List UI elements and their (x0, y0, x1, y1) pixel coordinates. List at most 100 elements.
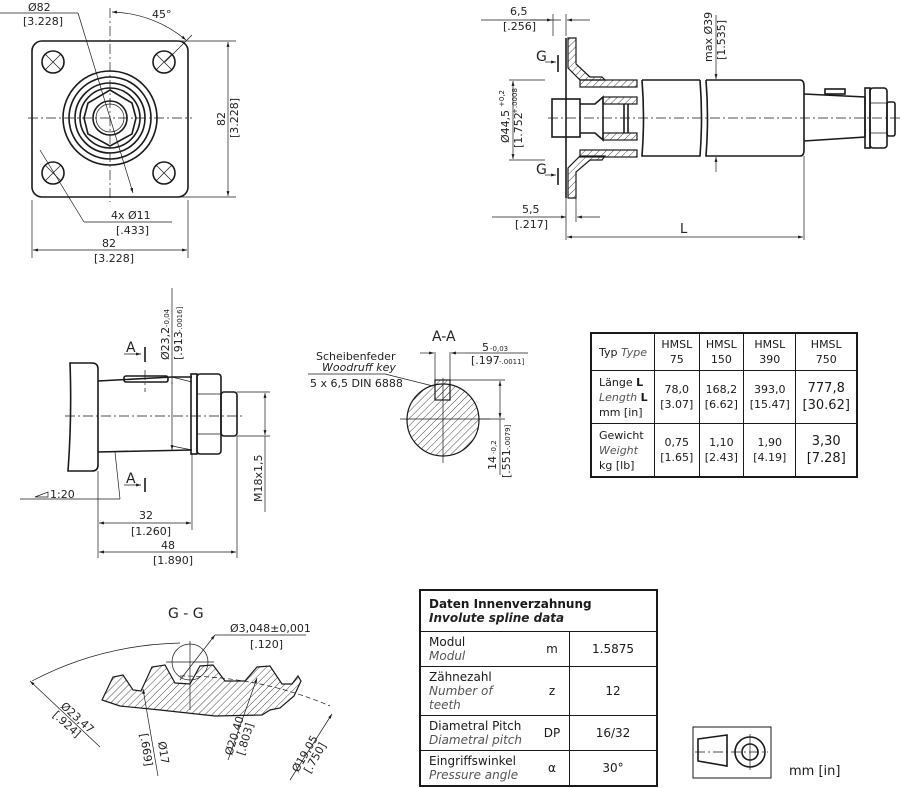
woodruff-key (434, 379, 451, 401)
spline-param-value: 12 (569, 666, 658, 716)
pin-dia-label: Ø3,048±0,001 (230, 622, 311, 635)
dim-48-inch-label: [1.890] (153, 554, 193, 567)
shaft-view: A A Ø23,2 -0,04 [.913 -.0016] 1:20 M18x1… (20, 288, 270, 567)
height-14-label: 14 (486, 456, 499, 470)
thread-label: M18x1,5 (252, 455, 265, 503)
shaft-dia-inch-label: [.913 (172, 331, 185, 360)
spline-param-symbol: α (535, 750, 570, 787)
spline-param-value: 16/32 (569, 715, 658, 751)
shaft-tol-label: -0,04 (163, 308, 171, 327)
section-gg-title: G - G (168, 606, 204, 622)
dim-6-5-inch-label: [.256] (503, 20, 536, 33)
flange-section-bottom (567, 155, 607, 199)
type-header: Typ Type (590, 332, 655, 372)
weight-cell: 1,90[4.19] (743, 423, 797, 478)
dia-82-label: Ø82 (28, 1, 51, 14)
height-82-inch-label: [3.228] (228, 98, 241, 138)
mounting-holes (41, 50, 176, 185)
holes-inch-label: [.433] (116, 224, 149, 237)
root-dia-label: Ø17 (155, 740, 171, 764)
dim-32-inch-label: [1.260] (131, 525, 171, 538)
spline-param-symbol: z (535, 666, 570, 716)
dim-32-label: 32 (139, 509, 153, 522)
taper-label: 1:20 (50, 488, 75, 501)
shaft-tol-inch-label: -.0016] (176, 306, 184, 332)
length-cell: 393,0[15.47] (743, 370, 797, 425)
weight-cell: 1,10[2.43] (698, 423, 745, 478)
mounting-hole (152, 161, 176, 185)
key-width-tol-label: -0,03 (490, 345, 508, 353)
height-82-label: 82 (215, 112, 228, 126)
section-a-bottom-label: A (126, 471, 136, 487)
weight-cell: 3,30[7.28] (795, 423, 858, 478)
section-g-g: G - G Ø3,048±0,001 [.120] Ø23,47 [.924] … (29, 606, 333, 781)
mounting-hole (41, 161, 65, 185)
flange-section-top (567, 37, 607, 81)
flange-front-view: Ø82 [3.228] 45° 82 [3.228] 4x Ø11 [.433]… (0, 1, 241, 265)
mounting-hole (152, 50, 176, 74)
dim-5-5-label: 5,5 (522, 203, 540, 216)
section-a-top-label: A (126, 340, 136, 356)
units-label: mm [in] (789, 764, 841, 779)
hex-nut (83, 89, 137, 147)
mounting-hole (41, 50, 65, 74)
width-82-inch-label: [3.228] (94, 252, 134, 265)
pilot-dia-inch-label: [1.752 (512, 112, 525, 148)
angle-label: 45° (152, 8, 172, 21)
spline-param-value: 1.5875 (569, 631, 658, 667)
section-aa-title: A-A (432, 329, 456, 345)
section-a-a: A-A Scheibenfeder Woodruff key 5 x 6,5 D… (308, 329, 528, 478)
height-tol-label: -0,2 (490, 440, 498, 454)
spline-param-symbol: DP (535, 715, 570, 751)
dim-48-label: 48 (161, 539, 175, 552)
height-tol-inch-label: -.0079] (504, 424, 512, 450)
spline-profile (101, 664, 302, 717)
length-cell: 777,8[30.62] (795, 370, 858, 425)
width-82-label: 82 (102, 237, 116, 250)
shaft-dia-label: Ø23,2 (159, 327, 172, 360)
length-cell: 78,0[3.07] (654, 370, 700, 425)
holes-label: 4x Ø11 (111, 209, 151, 222)
section-g-top-label: G (536, 49, 547, 65)
max-dia-label: max Ø39 (702, 12, 715, 62)
pilot-tol-inch-label: +.0008 (511, 88, 519, 114)
pin-dia-inch-label: [.120] (250, 638, 283, 651)
first-angle-projection-icon (692, 726, 772, 779)
length-l-label: L (680, 222, 688, 237)
section-g-bottom-label: G (536, 162, 547, 178)
max-dia-inch-label: [1.535] (715, 20, 728, 60)
spline-param-symbol: m (535, 631, 570, 667)
spline-param-value: 30° (569, 750, 658, 787)
pilot-tol-label: +0,2 (498, 90, 506, 107)
key-width-label: 5 (482, 341, 489, 354)
key-width-tol-inch-label: -.0011] (499, 358, 525, 366)
key-label-en: Woodruff key (322, 361, 396, 374)
weight-cell: 0,75[1.65] (654, 423, 700, 478)
key-spec-label: 5 x 6,5 DIN 6888 (310, 377, 403, 390)
dim-6-5-label: 6,5 (510, 5, 528, 18)
root-dia-inch-label: [.669] (137, 732, 155, 767)
key-width-inch-label: [.197 (471, 354, 500, 367)
length-cell: 168,2[6.62] (698, 370, 745, 425)
